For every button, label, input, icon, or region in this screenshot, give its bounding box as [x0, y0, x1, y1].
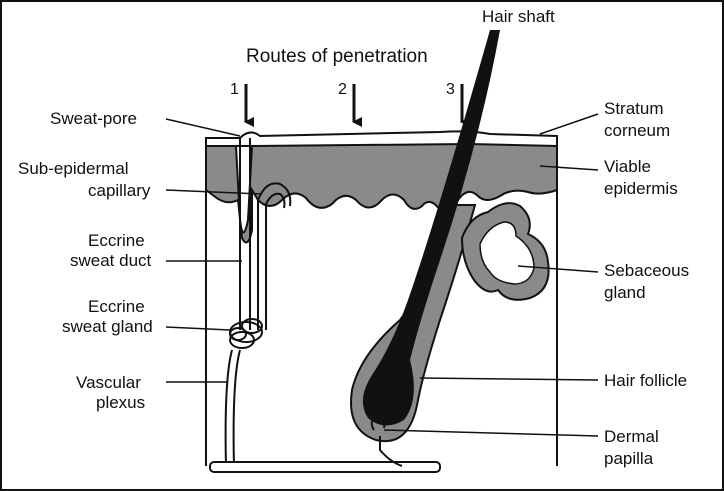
eccrine-gland-label-line1: Eccrine	[88, 297, 145, 316]
vascular-plexus-label-line2: plexus	[96, 393, 145, 412]
route-2-label: 2	[338, 81, 347, 98]
eccrine-gland-label-line2: sweat gland	[62, 317, 153, 336]
routes-title: Routes of penetration	[246, 46, 428, 67]
eccrine-duct-label-line1: Eccrine	[88, 231, 145, 250]
viable-epidermis-label-line2: epidermis	[604, 179, 678, 198]
sweat-pore-label: Sweat-pore	[50, 109, 137, 128]
route-1-label: 1	[230, 81, 239, 98]
sub-epidermal-label-line1: Sub-epidermal	[18, 159, 129, 178]
hair-follicle-label: Hair follicle	[604, 371, 687, 390]
hair-shaft-label: Hair shaft	[482, 7, 555, 26]
vascular-plexus-label-line1: Vascular	[76, 373, 141, 392]
dermal-papilla-label-line2: papilla	[604, 449, 654, 468]
hair-follicle-leader	[420, 378, 598, 380]
dermal-papilla-label-line1: Dermal	[604, 427, 659, 446]
route-3-label: 3	[446, 81, 455, 98]
stratum-corneum-label-line2: corneum	[604, 121, 670, 140]
viable-epidermis-label-line1: Viable	[604, 157, 651, 176]
stratum-corneum-label-line1: Stratum	[604, 99, 664, 118]
sweat-pore-leader	[166, 119, 240, 136]
dermal-papilla-leader	[384, 430, 598, 436]
stratum-corneum-leader	[540, 114, 598, 134]
sebaceous-gland-label-line2: gland	[604, 283, 646, 302]
sebaceous-gland-label-line1: Sebaceous	[604, 261, 689, 280]
sub-epidermal-label-line2: capillary	[88, 181, 151, 200]
eccrine-duct-label-line2: sweat duct	[70, 251, 152, 270]
eccrine-gland-leader	[166, 327, 230, 330]
